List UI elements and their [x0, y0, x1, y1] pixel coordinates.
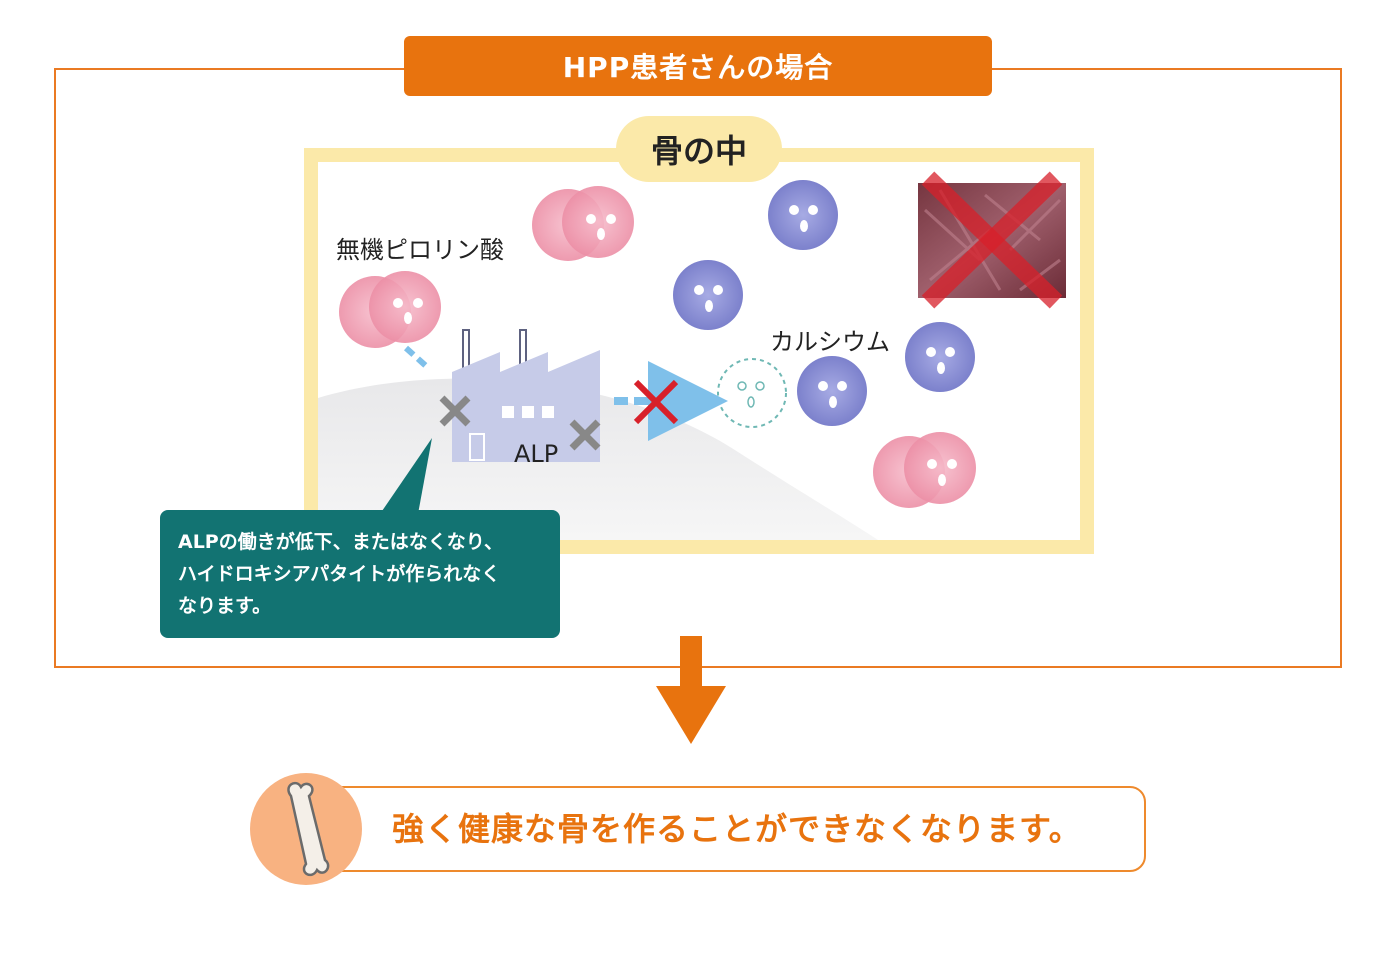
calcium-molecule-icon [797, 356, 867, 426]
calcium-label: カルシウム [770, 328, 890, 356]
title-banner: HPP患者さんの場合 [404, 36, 992, 96]
cross-icon [633, 379, 679, 425]
calcium-molecule-icon [673, 260, 743, 330]
alp-label: ALP [514, 440, 559, 468]
pyrophosphate-molecule-icon [873, 432, 976, 508]
callout-pointer [380, 438, 432, 514]
result-box [306, 786, 1146, 872]
callout-line: ハイドロキシアパタイトが作られなく [178, 563, 501, 585]
callout-line: なります。 [178, 595, 272, 617]
callout-line: ALPの働きが低下、またはなくなり、 [178, 531, 503, 553]
calcium-molecule-icon [905, 322, 975, 392]
connector-line [403, 345, 429, 369]
pyrophosphate-label: 無機ピロリン酸 [336, 236, 504, 264]
cross-icon [921, 171, 1063, 309]
pyrophosphate-molecule-icon [339, 271, 441, 348]
alp-explanation-callout: ALPの働きが低下、またはなくなり、 ハイドロキシアパタイトが作られなく なりま… [160, 510, 560, 638]
calcium-molecule-icon [768, 180, 838, 250]
result-text: 強く健康な骨を作ることができなくなります。 [392, 810, 1082, 848]
bone-interior-tab: 骨の中 [616, 116, 782, 182]
pyrophosphate-molecule-icon [532, 186, 634, 261]
down-arrow-icon [656, 636, 726, 744]
bone-icon [287, 781, 330, 877]
blocked-arrow [614, 361, 728, 441]
factory-icon [439, 329, 601, 462]
